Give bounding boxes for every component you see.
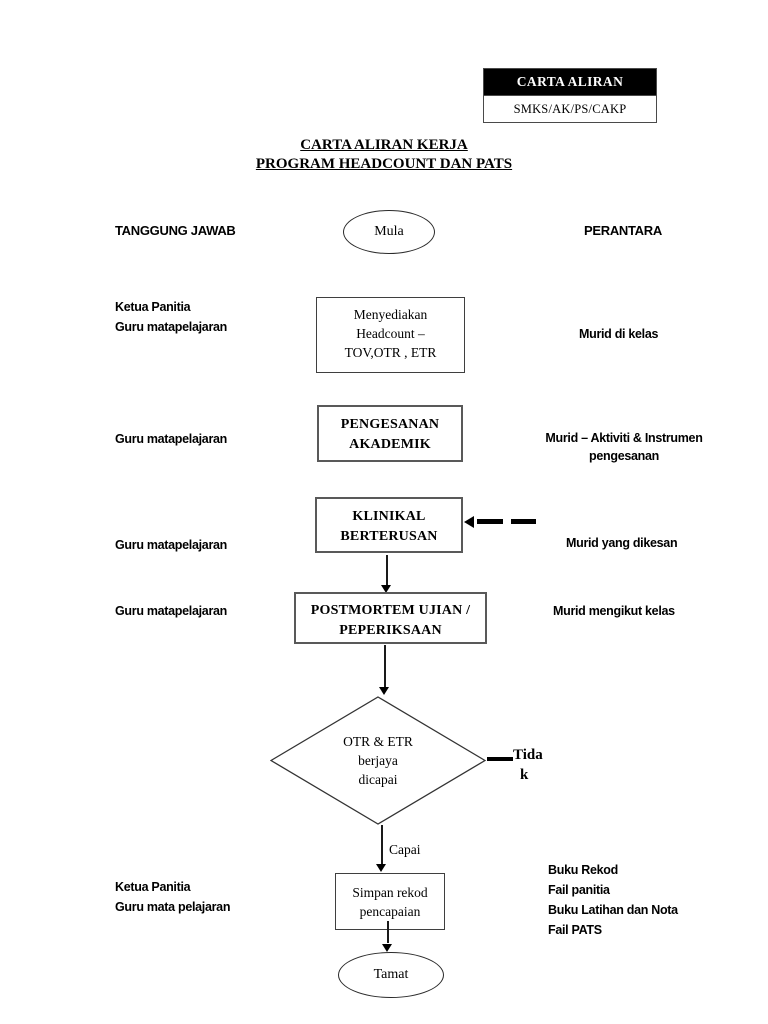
arrow-down-icon xyxy=(379,687,389,695)
dashed-arrow-segment xyxy=(511,519,536,524)
intermediary-row5-line3: Buku Latihan dan Nota xyxy=(548,903,678,917)
dashed-arrow-segment xyxy=(477,519,503,524)
decision-line2: berjaya xyxy=(358,753,398,768)
step1-line1: Menyediakan xyxy=(353,307,428,322)
step4-line1: POSTMORTEM UJIAN / xyxy=(310,603,471,618)
flow-decision-diamond: OTR & ETR berjaya dicapai xyxy=(269,696,487,825)
responsibility-row5-line2: Guru mata pelajaran xyxy=(115,900,231,914)
step2-line2: AKADEMIK xyxy=(349,437,431,452)
responsibility-row4: Guru matapelajaran xyxy=(115,604,228,618)
no-branch-line2: k xyxy=(520,767,529,783)
responsibility-row2: Guru matapelajaran xyxy=(115,432,228,446)
intermediary-row5-line4: Fail PATS xyxy=(548,923,602,937)
flow-end-terminator: Tamat xyxy=(338,952,444,998)
connector-line xyxy=(384,645,386,688)
decision-line3: dicapai xyxy=(358,772,398,787)
step3-line2: BERTERUSAN xyxy=(340,529,438,544)
no-branch-line1: Tida xyxy=(513,747,543,763)
form-code-stamp: CARTA ALIRAN SMKS/AK/PS/CAKP xyxy=(483,68,657,123)
yes-branch-label: Capai xyxy=(389,842,421,857)
flow-end-label: Tamat xyxy=(373,967,409,982)
dashed-arrow-left-icon xyxy=(464,516,474,528)
flow-step-pengesanan: PENGESANAN AKADEMIK xyxy=(317,405,463,462)
step3-line1: KLINIKAL xyxy=(352,509,426,524)
page-title: CARTA ALIRAN KERJA PROGRAM HEADCOUNT DAN… xyxy=(184,136,584,174)
responsibility-row1-line2: Guru matapelajaran xyxy=(115,320,228,334)
column-header-responsibility: TANGGUNG JAWAB xyxy=(115,223,236,238)
intermediary-row1: Murid di kelas xyxy=(579,327,659,341)
responsibility-row5: Ketua Panitia Guru mata pelajaran xyxy=(115,877,230,917)
connector-line xyxy=(381,825,383,865)
decision-line1: OTR & ETR xyxy=(343,734,413,749)
responsibility-row5-line1: Ketua Panitia xyxy=(115,880,191,894)
intermediary-row5: Buku Rekod Fail panitia Buku Latihan dan… xyxy=(548,860,678,940)
page-title-line1: CARTA ALIRAN KERJA xyxy=(300,137,468,153)
no-branch-line xyxy=(487,757,513,761)
connector-line xyxy=(386,555,388,586)
intermediary-row5-line1: Buku Rekod xyxy=(548,863,618,877)
connector-line xyxy=(387,921,389,943)
step5-line1: Simpan rekod xyxy=(352,885,428,900)
intermediary-row2-line2: pengesanan xyxy=(589,449,659,463)
flow-step-simpan-rekod: Simpan rekod pencapaian xyxy=(335,873,445,930)
flow-step-klinikal: KLINIKAL BERTERUSAN xyxy=(315,497,463,553)
step1-line2: Headcount – xyxy=(356,326,425,341)
responsibility-row1: Ketua Panitia Guru matapelajaran xyxy=(115,297,227,337)
page-title-line2: PROGRAM HEADCOUNT DAN PATS xyxy=(255,156,513,172)
intermediary-row2: Murid – Aktiviti & Instrumen pengesanan xyxy=(540,429,708,465)
step5-line2: pencapaian xyxy=(359,904,421,919)
step2-line1: PENGESANAN xyxy=(340,417,440,432)
step1-line3: TOV,OTR , ETR xyxy=(344,345,437,360)
no-branch-label: Tida k xyxy=(513,745,543,785)
arrow-down-icon xyxy=(381,585,391,593)
responsibility-row1-line1: Ketua Panitia xyxy=(115,300,191,314)
stamp-title: CARTA ALIRAN xyxy=(484,69,656,96)
intermediary-row3: Murid yang dikesan xyxy=(566,536,678,550)
flow-step-headcount: Menyediakan Headcount – TOV,OTR , ETR xyxy=(316,297,465,373)
responsibility-row3: Guru matapelajaran xyxy=(115,538,228,552)
arrow-down-icon xyxy=(382,944,392,952)
intermediary-row4: Murid mengikut kelas xyxy=(553,604,675,618)
arrow-down-icon xyxy=(376,864,386,872)
diamond-shape xyxy=(269,696,487,825)
flow-start-label: Mula xyxy=(374,224,404,239)
intermediary-row2-line1: Murid – Aktiviti & Instrumen xyxy=(545,431,703,445)
step4-line2: PEPERIKSAAN xyxy=(339,623,442,638)
decision-text: OTR & ETR berjaya dicapai xyxy=(270,732,486,789)
stamp-code: SMKS/AK/PS/CAKP xyxy=(513,101,627,116)
column-header-intermediary: PERANTARA xyxy=(584,223,662,238)
intermediary-row5-line2: Fail panitia xyxy=(548,883,610,897)
flow-start-terminator: Mula xyxy=(343,210,435,254)
flow-step-postmortem: POSTMORTEM UJIAN / PEPERIKSAAN xyxy=(294,592,487,644)
